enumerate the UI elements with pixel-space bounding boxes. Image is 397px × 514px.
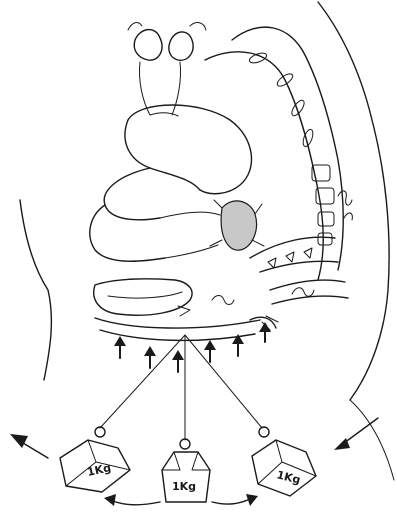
arrow-up [144,346,156,368]
arrow-down-right [212,494,258,506]
rectal-canal [250,191,352,304]
arrow-up [114,336,126,358]
arrow-left [10,434,48,458]
stippled-tissue [210,200,264,250]
force-arrows [114,322,271,372]
weight-label: 1Kg [86,461,112,479]
arrow-up [204,340,216,362]
weight-label: 1Kg [172,480,196,493]
arrow-in-right [334,418,378,450]
weight-left: 1Kg [60,427,130,492]
weight-label: 1Kg [275,468,301,486]
perineum [95,296,278,341]
arrow-up [259,322,271,342]
arrow-down-left [104,494,160,506]
body-outline [20,2,394,480]
weight-right: 1Kg [252,427,316,496]
weight-center: 1Kg [162,439,210,502]
arrow-up [172,350,184,372]
uterine-appendages [128,23,206,116]
